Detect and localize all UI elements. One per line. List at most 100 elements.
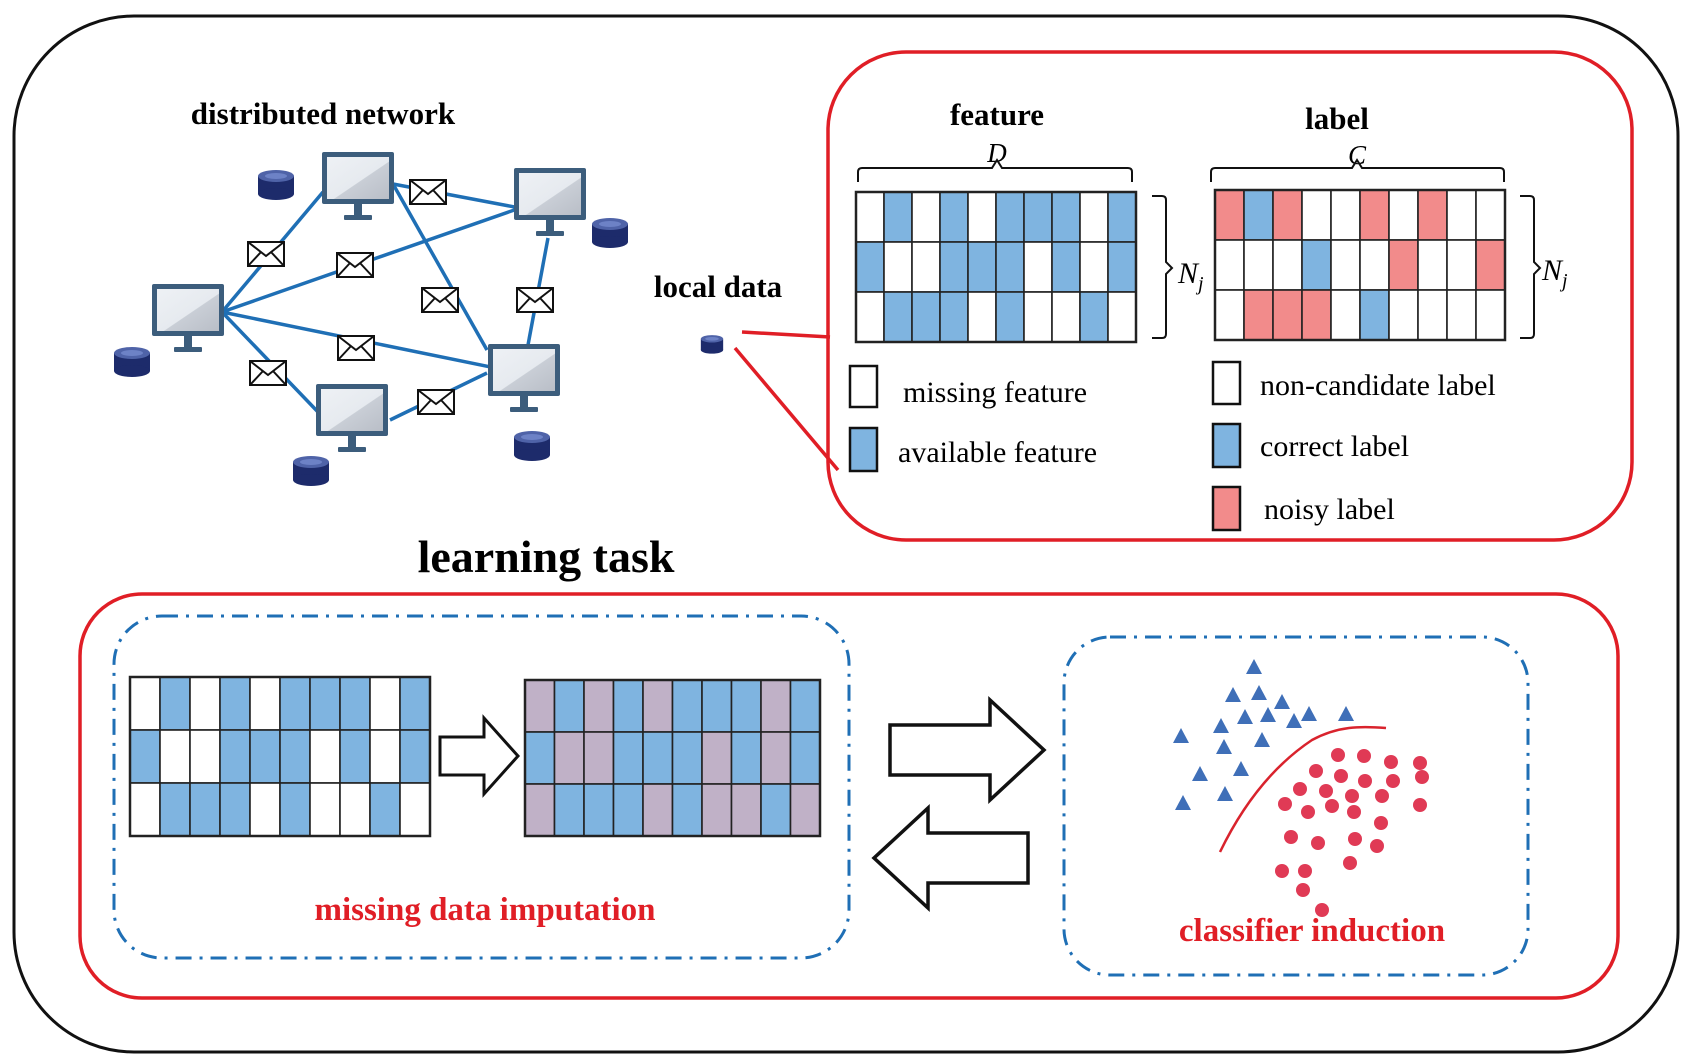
feature-cell [883,241,913,293]
label-cell [1359,289,1390,341]
input-cell [369,782,401,837]
feature-cell [967,241,997,293]
feature-cell [939,191,969,243]
local-data-box [826,50,1634,542]
imputed-cell [789,783,821,837]
legend-swatch-noisy-label [1211,485,1242,532]
imputation-box [112,614,851,960]
class-b-point [1309,764,1323,778]
label-cell [1475,189,1506,241]
imputed-cell [789,679,821,733]
input-cell [369,676,401,731]
feature-cell [967,291,997,343]
label-cell [1388,239,1419,291]
label-brace [1210,158,1505,182]
class-b-point [1315,903,1329,917]
class-a-point [1237,709,1253,724]
feature-cell [1107,291,1137,343]
class-a-point [1274,694,1290,709]
class-a-point [1216,739,1232,754]
label-cell [1330,289,1361,341]
class-b-point [1386,774,1400,788]
feature-cell [1023,291,1053,343]
input-cell [399,676,431,731]
input-cell [159,782,191,837]
class-a-point [1251,685,1267,700]
legend-swatch-non-candidate-label [1211,360,1242,406]
feature-cell [911,241,941,293]
label-cell [1388,189,1419,241]
label-rows-label: Nj [1541,254,1568,292]
imputed-cell [524,731,556,785]
class-b-point [1374,816,1388,830]
class-b-point [1284,830,1298,844]
imputed-cell [671,783,703,837]
class-a-point [1233,761,1249,776]
feature-cell [911,291,941,343]
label-cell [1446,189,1477,241]
feature-cell-border [854,190,1138,344]
label-cell [1301,239,1332,291]
legend: missing feature available feature non-ca… [848,360,1496,532]
feature-cell [911,191,941,243]
callout-line-top [741,330,831,339]
label-cell [1417,239,1448,291]
input-cell [279,729,311,784]
label-cell [1272,189,1303,241]
label-cell [1388,289,1419,341]
decision-boundary [1218,725,1387,853]
class-b-point [1293,782,1307,796]
input-cell [249,729,281,784]
class-b-point [1278,797,1292,811]
class-a-point [1286,713,1302,728]
feature-cell [1051,241,1081,293]
database-icon [258,170,294,200]
input-cell [129,676,161,731]
feature-grid [854,190,1138,344]
input-cell [189,729,221,784]
legend-missing-feature: missing feature [903,376,1087,409]
imputed-cell [730,783,762,837]
class-b-point [1413,756,1427,770]
imputed-cell [642,783,674,837]
class-b-point [1358,774,1372,788]
imputed-cell [524,783,556,837]
feature-cell [855,241,885,293]
feature-cell [1051,291,1081,343]
feature-cell [855,291,885,343]
imputed-cell [553,783,585,837]
input-cell [129,782,161,837]
input-cell [339,729,371,784]
feature-cell [995,241,1025,293]
feature-title: feature [950,97,1044,132]
message-envelope-icon [516,287,554,313]
label-grid [1213,188,1507,342]
imputed-cell [701,731,733,785]
input-cell [189,676,221,731]
class-b-point [1348,832,1362,846]
label-cell-border [1213,188,1507,342]
imputation-arrow-icon [438,714,521,798]
legend-swatch-correct-label [1211,422,1242,469]
input-cell [399,782,431,837]
label-cell [1301,189,1332,241]
input-cell [309,782,341,837]
label-cell [1330,189,1361,241]
network-title: distributed network [191,96,456,131]
class-b-point [1296,883,1310,897]
label-cell [1446,289,1477,341]
imputed-cell [524,679,556,733]
class-a-point [1213,718,1229,733]
imputed-cell [671,731,703,785]
class-b-point [1311,836,1325,850]
label-title: label [1305,101,1369,136]
message-envelope-icon [421,287,459,313]
classifier-caption: classifier induction [1179,913,1445,949]
imputation-input-grid [128,675,432,838]
computer-node-icon [514,168,586,236]
computer-node-icon [488,344,560,412]
legend-non-candidate-label: non-candidate label [1260,369,1496,402]
classifier-scatter [1173,659,1429,917]
label-cell [1243,289,1274,341]
